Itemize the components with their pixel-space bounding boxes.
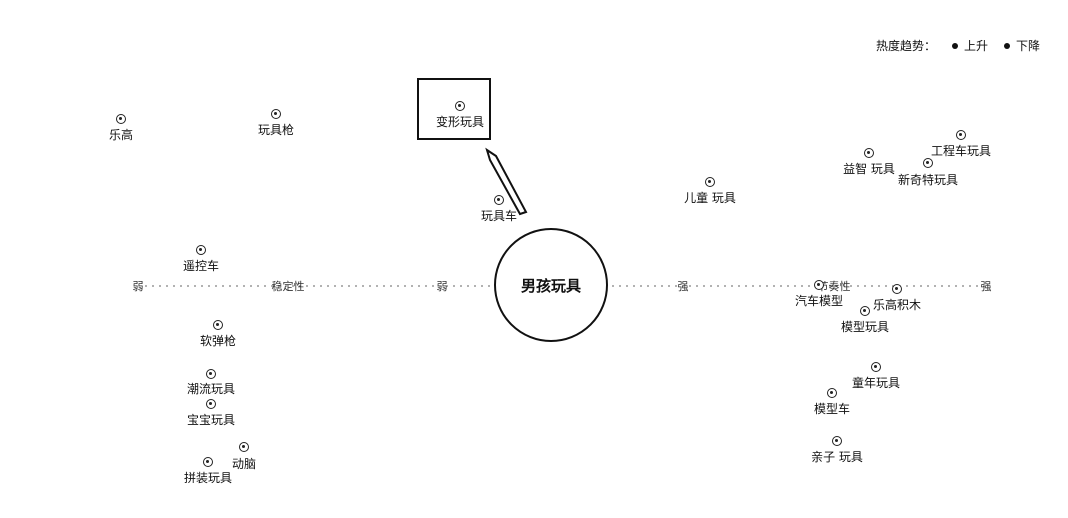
center-label: 男孩玩具 <box>520 276 581 295</box>
node-label-car-model[interactable]: 汽车模型 <box>794 294 844 308</box>
node-label-model-toy[interactable]: 模型玩具 <box>840 320 890 334</box>
arrow-shape <box>485 147 528 216</box>
up-dot-icon <box>952 42 959 49</box>
node-label-parent-child-toy[interactable]: 亲子 玩具 <box>811 450 863 464</box>
node-label-childhood-toy[interactable]: 童年玩具 <box>851 376 901 390</box>
node-label-assembly-toy[interactable]: 拼装玩具 <box>183 471 233 485</box>
node-label-rc-car[interactable]: 遥控车 <box>182 259 220 273</box>
node-label-educational-toy[interactable]: 益智 玩具 <box>843 162 895 176</box>
node-marker-transform-toy <box>455 101 465 111</box>
node-label-toy-gun[interactable]: 玩具枪 <box>257 123 295 137</box>
node-label-kids-toy[interactable]: 儿童 玩具 <box>684 191 736 205</box>
legend-up-label: 上升 <box>964 39 989 53</box>
legend-title: 热度趋势： <box>876 39 937 53</box>
node-label-trendy-toy[interactable]: 潮流玩具 <box>186 382 236 396</box>
node-label-toy-car[interactable]: 玩具车 <box>480 209 518 223</box>
axis-label-far-left: 弱 <box>132 280 144 293</box>
axis-label-far-right: 强 <box>980 280 992 293</box>
highlight-box <box>417 78 491 140</box>
node-marker-parent-child-toy <box>832 436 842 446</box>
legend-down-label: 下降 <box>1016 39 1041 53</box>
node-label-engineering-toy[interactable]: 工程车玩具 <box>930 144 992 158</box>
node-marker-model-toy <box>860 306 870 316</box>
node-marker-kids-toy <box>705 177 715 187</box>
node-label-soft-bullet-gun[interactable]: 软弹枪 <box>199 334 237 348</box>
node-marker-engineering-toy <box>956 130 966 140</box>
node-marker-educational-toy <box>864 148 874 158</box>
node-label-brain[interactable]: 动脑 <box>231 457 257 471</box>
node-label-model-car[interactable]: 模型车 <box>813 402 851 416</box>
node-label-baby-toy[interactable]: 宝宝玩具 <box>186 413 236 427</box>
axis-label-near-left: 弱 <box>436 280 448 293</box>
node-marker-model-car <box>827 388 837 398</box>
node-marker-lego-blocks <box>892 284 902 294</box>
center-node[interactable]: 男孩玩具 <box>494 228 608 342</box>
node-marker-toy-car <box>494 195 504 205</box>
node-marker-soft-bullet-gun <box>213 320 223 330</box>
node-marker-assembly-toy <box>203 457 213 467</box>
axis-label-mid-left: 稳定性 <box>271 280 305 293</box>
node-marker-brain <box>239 442 249 452</box>
node-label-lego-blocks[interactable]: 乐高积木 <box>872 298 922 312</box>
node-marker-car-model <box>814 280 824 290</box>
node-marker-trendy-toy <box>206 369 216 379</box>
node-marker-lego <box>116 114 126 124</box>
node-label-lego[interactable]: 乐高 <box>108 128 134 142</box>
axis-label-near-right: 强 <box>677 280 689 293</box>
node-label-transform-toy[interactable]: 变形玩具 <box>435 115 485 129</box>
node-marker-childhood-toy <box>871 362 881 372</box>
node-marker-toy-gun <box>271 109 281 119</box>
node-label-novelty-toy[interactable]: 新奇特玩具 <box>897 173 959 187</box>
axis-label-mid-right: 节奏性 <box>817 280 851 293</box>
down-dot-icon <box>1004 42 1011 49</box>
node-marker-baby-toy <box>206 399 216 409</box>
node-marker-rc-car <box>196 245 206 255</box>
node-marker-novelty-toy <box>923 158 933 168</box>
trend-legend: 热度趋势： 上升 下降 <box>876 37 1040 54</box>
